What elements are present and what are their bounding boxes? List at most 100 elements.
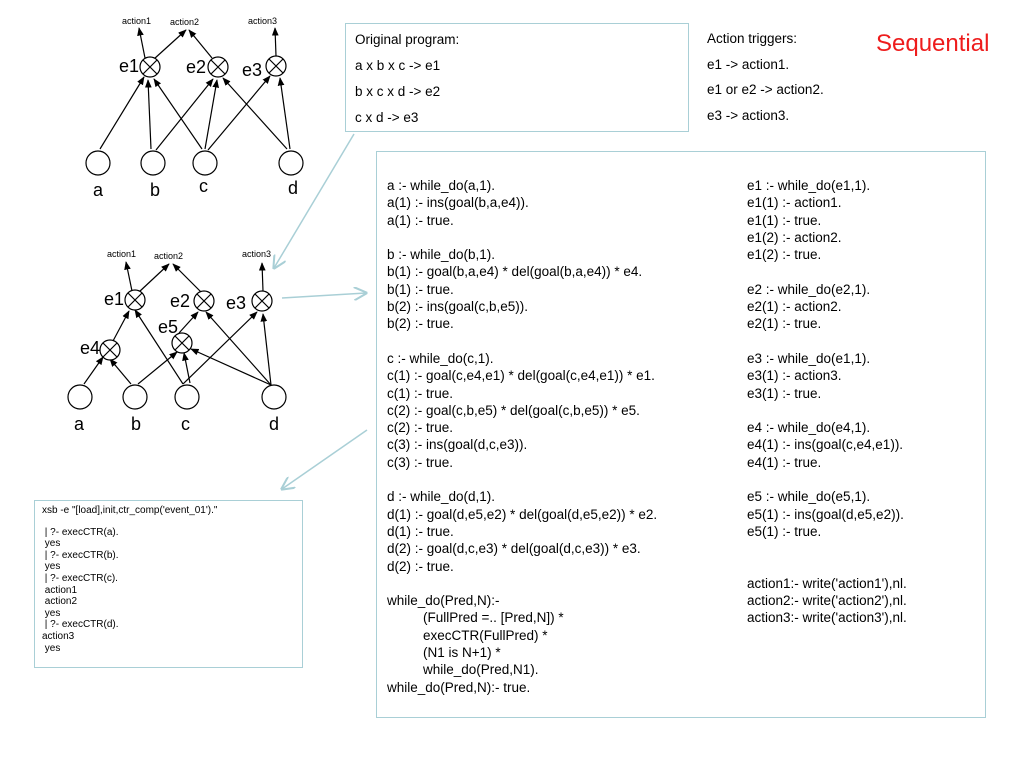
code-line: e1(1) :- action1. <box>747 195 842 211</box>
event-node <box>139 56 161 78</box>
code-line: while_do(Pred,N1). <box>423 662 539 678</box>
event-node <box>99 339 121 361</box>
input-node <box>192 150 218 176</box>
code-line: b :- while_do(b,1). <box>387 247 496 263</box>
input-node <box>278 150 304 176</box>
code-line: (N1 is N+1) * <box>423 645 501 661</box>
code-line: e5 :- while_do(e5,1). <box>747 489 871 505</box>
input-label: d <box>269 414 279 434</box>
code-line <box>387 471 657 488</box>
code-line: b(2) :- ins(goal(c,b,e5)). <box>387 299 529 315</box>
code-line <box>387 229 657 246</box>
event-node <box>265 55 287 77</box>
code-line <box>387 575 657 592</box>
code-line: c(3) :- ins(goal(d,c,e3)). <box>387 437 528 453</box>
event-label: e2 <box>170 291 190 311</box>
code-box: a :- while_do(a,1). a(1) :- ins(goal(b,a… <box>376 151 986 718</box>
code-line: e3(1) :- true. <box>747 385 822 401</box>
page-title: Sequential <box>876 30 990 57</box>
xsb-line: | ?- execCTR(c). <box>42 572 118 584</box>
code-line: e2(1) :- true. <box>747 316 822 332</box>
code-line: e2 :- while_do(e2,1). <box>747 281 871 297</box>
input-label: a <box>74 414 85 434</box>
original-program-heading: Original program: <box>355 32 460 47</box>
xsb-line: action2 <box>42 596 78 608</box>
event-node <box>207 56 229 78</box>
code-line: c(1) :- goal(c,e4,e1) * del(goal(c,e4,e1… <box>387 368 655 384</box>
code-line: e4 :- while_do(e4,1). <box>747 420 871 436</box>
code-line: while_do(Pred,N):- true. <box>387 679 531 695</box>
input-label: c <box>199 176 208 196</box>
input-node <box>122 384 148 410</box>
code-line: e3(1) :- action3. <box>747 368 842 384</box>
action-label: action1 <box>122 16 151 26</box>
code-line: a :- while_do(a,1). <box>387 178 496 193</box>
code-line <box>747 471 907 488</box>
xsb-line: | ?- execCTR(d). <box>42 619 119 631</box>
bottom-diagram: action1 action2 action3 e1 e2 e3 e4 e5 a… <box>67 249 287 434</box>
event-label: e3 <box>242 60 262 80</box>
event-label: e5 <box>158 317 178 337</box>
code-line: e1 :- while_do(e1,1). <box>747 178 871 193</box>
code-line: (FullPred =.. [Pred,N]) * <box>423 610 564 626</box>
original-program-line: a x b x c -> e1 <box>355 58 441 73</box>
code-line: execCTR(FullPred) * <box>423 627 548 643</box>
event-node <box>193 290 215 312</box>
code-line: c(2) :- goal(c,b,e5) * del(goal(c,b,e5))… <box>387 402 640 418</box>
input-label: d <box>288 178 298 198</box>
code-line: c(3) :- true. <box>387 454 454 470</box>
code-line: c :- while_do(c,1). <box>387 350 494 366</box>
code-line: e3 :- while_do(e1,1). <box>747 350 871 366</box>
code-line: action2:- write('action2'),nl. <box>747 593 907 609</box>
code-line: b(2) :- true. <box>387 316 454 332</box>
event-node <box>171 332 193 354</box>
event-label: e1 <box>119 56 139 76</box>
code-line <box>747 558 907 575</box>
action-trigger-line: e1 or e2 -> action2. <box>707 82 824 97</box>
input-label: b <box>131 414 141 434</box>
code-column-left: a :- while_do(a,1). a(1) :- ins(goal(b,a… <box>387 177 657 696</box>
code-line: e5(1) :- true. <box>747 523 822 539</box>
code-line: e1(2) :- action2. <box>747 229 842 245</box>
code-line: c(2) :- true. <box>387 420 454 436</box>
input-node <box>85 150 111 176</box>
xsb-line: yes <box>42 642 61 654</box>
original-program-line: b x c x d -> e2 <box>355 84 441 99</box>
code-line: a(1) :- true. <box>387 212 454 228</box>
action-label: action1 <box>107 249 136 259</box>
action-label: action3 <box>242 249 271 259</box>
xsb-line: yes <box>42 607 61 619</box>
input-label: b <box>150 180 160 200</box>
code-line: e1(2) :- true. <box>747 247 822 263</box>
event-node <box>251 290 273 312</box>
event-label: e1 <box>104 289 124 309</box>
code-line: action3:- write('action3'),nl. <box>747 610 907 626</box>
code-line: a(1) :- ins(goal(b,a,e4)). <box>387 195 529 211</box>
action-label: action2 <box>154 251 183 261</box>
connector-arrow <box>281 293 366 298</box>
input-node <box>140 150 166 176</box>
code-line <box>747 402 907 419</box>
xsb-line: | ?- execCTR(a). <box>42 526 119 538</box>
original-program-box: Original program: a x b x c -> e1 b x c … <box>345 23 689 132</box>
event-node <box>124 289 146 311</box>
code-line: e1(1) :- true. <box>747 212 822 228</box>
xsb-line: | ?- execCTR(b). <box>42 549 119 561</box>
action-triggers: Action triggers: e1 -> action1. e1 or e2… <box>707 31 824 133</box>
code-line: c(1) :- true. <box>387 385 454 401</box>
code-line: d(2) :- true. <box>387 558 454 574</box>
event-label: e3 <box>226 293 246 313</box>
code-line: d(2) :- goal(d,c,e3) * del(goal(d,c,e3))… <box>387 541 641 557</box>
xsb-session-box: xsb -e "[load],init,ctr_comp('event_01')… <box>34 500 303 668</box>
code-line: e2(1) :- action2. <box>747 299 842 315</box>
input-label: a <box>93 180 104 200</box>
input-node <box>67 384 93 410</box>
event-label: e2 <box>186 57 206 77</box>
code-line <box>747 540 907 557</box>
xsb-line: action3 <box>42 630 75 642</box>
action-label: action2 <box>170 17 199 27</box>
code-column-right: e1 :- while_do(e1,1). e1(1) :- action1. … <box>747 177 907 627</box>
xsb-line: yes <box>42 561 61 573</box>
code-line: b(1) :- true. <box>387 281 454 297</box>
